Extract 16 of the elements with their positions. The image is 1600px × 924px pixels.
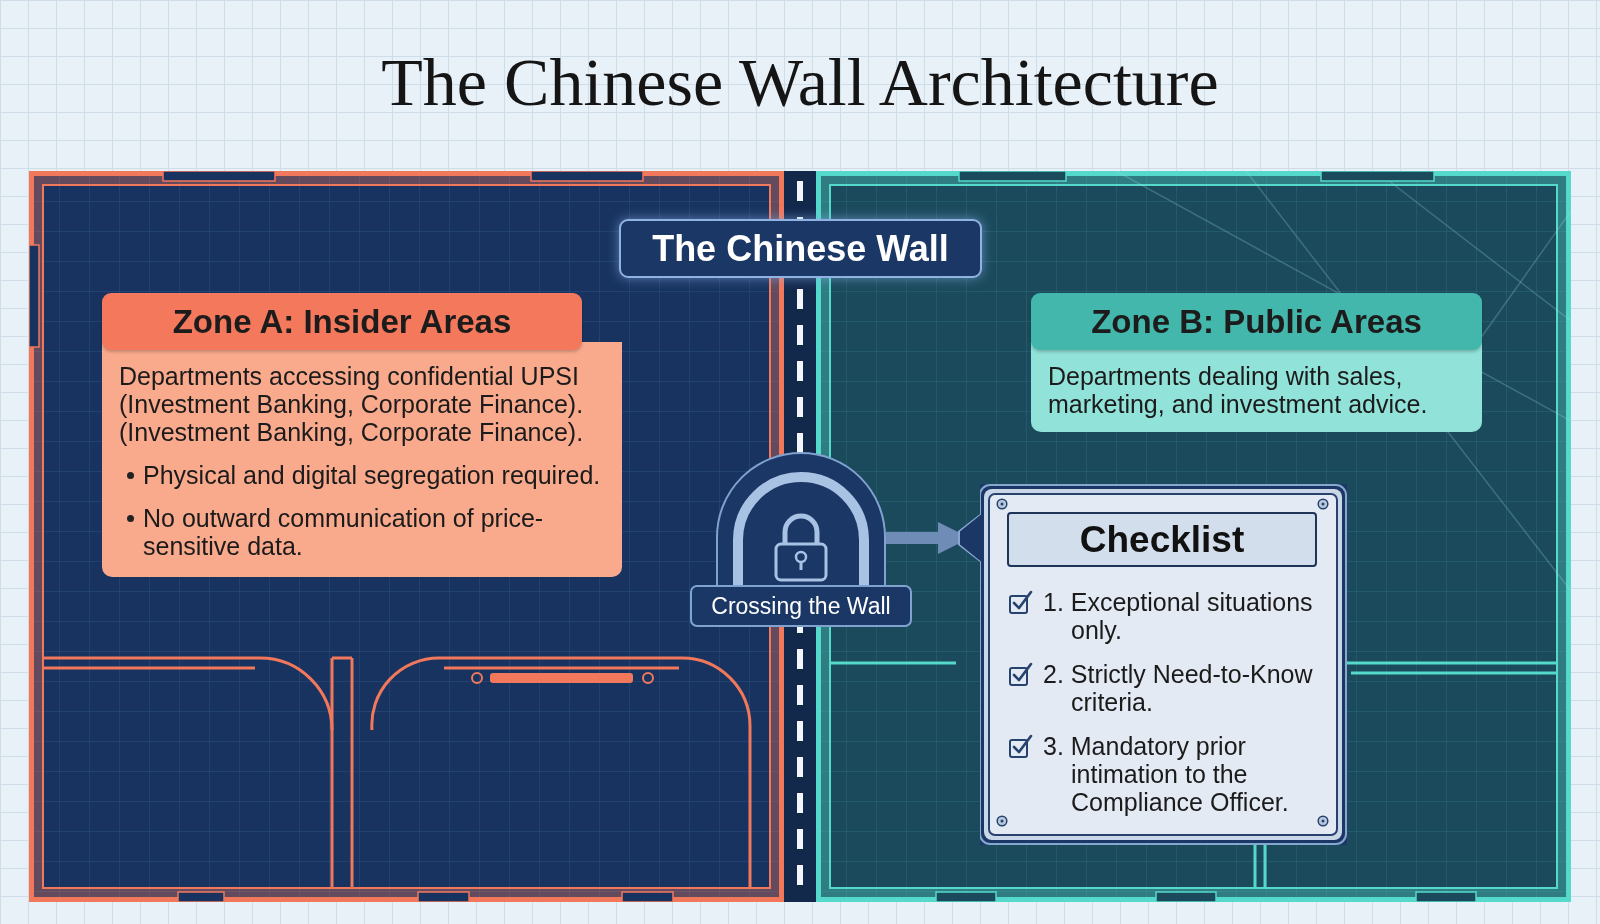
wall-label: The Chinese Wall — [619, 219, 982, 278]
checklist-item: 3. Mandatory prior intimation to the Compliance Officer. — [1043, 732, 1290, 816]
gate-label: Crossing the Wall — [690, 585, 912, 627]
zone-card — [102, 293, 622, 577]
zone-heading: Zone B: Public Areas — [1031, 293, 1482, 350]
checklist-item: 2. Strictly Need-to-Know criteria. — [1043, 660, 1314, 716]
zone-description: Departments accessing confidential UPSI (Investment Banking, Corporate Finance). (Investment Banking, Corporate Finance). — [119, 362, 585, 446]
diagram-title: The Chinese Wall Architecture — [381, 43, 1219, 122]
zone-heading: Zone A: Insider Areas — [102, 293, 582, 350]
checklist-title: Checklist — [1007, 512, 1317, 567]
bullet-text: No outward communication of price-sensitive data. — [143, 504, 545, 560]
zone-card — [1031, 293, 1482, 432]
zone-description: Departments dealing with sales, marketing, and investment advice. — [1048, 362, 1429, 418]
checklist-item: 1. Exceptional situations only. — [1043, 588, 1314, 644]
bullet-text: Physical and digital segregation required. — [143, 461, 602, 489]
checklist-panel — [958, 484, 1347, 845]
